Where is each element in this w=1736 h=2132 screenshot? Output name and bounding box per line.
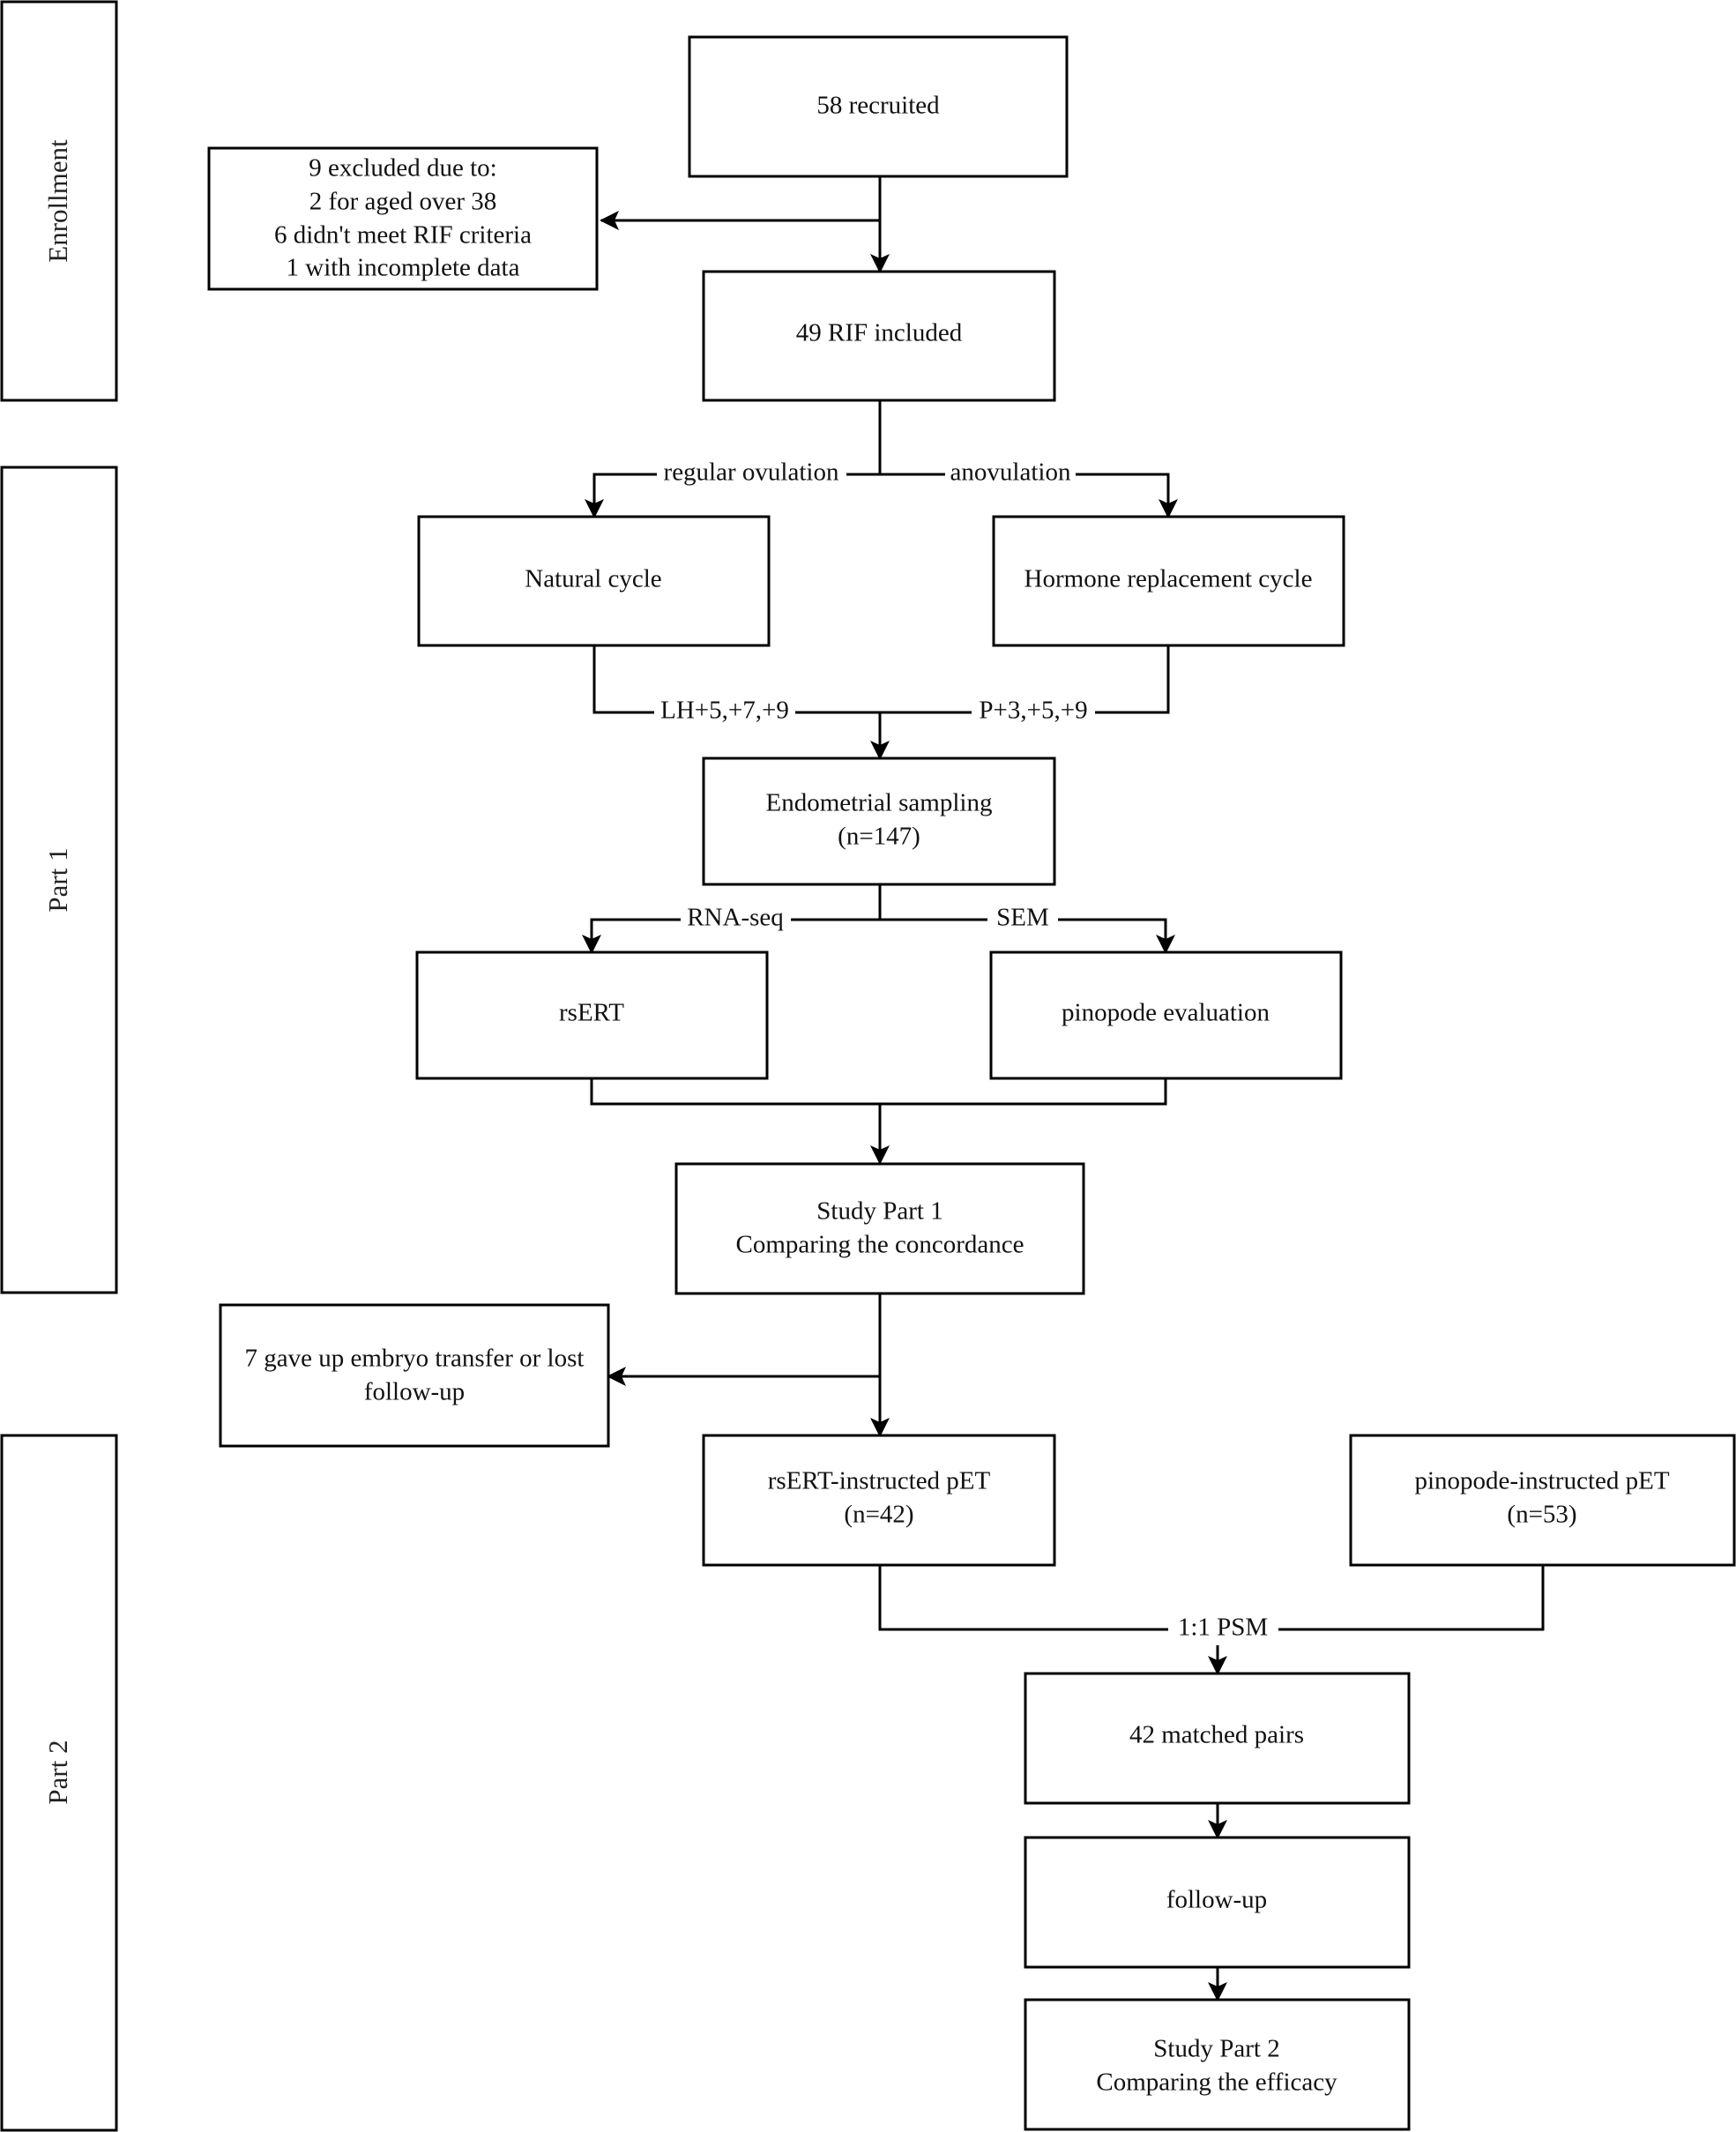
box-rsert-pet-line1: rsERT-instructed pET (768, 1467, 991, 1495)
box-rsert-pet: rsERT-instructed pET (n=42) (702, 1434, 1056, 1567)
box-natural-cycle: Natural cycle (417, 515, 771, 647)
box-gave-up-line2: follow-up (364, 1378, 465, 1406)
box-excluded-line1: 9 excluded due to: (309, 154, 496, 183)
box-follow-up-text: follow-up (1166, 1886, 1267, 1914)
label-sem: SEM (996, 904, 1049, 932)
box-pinopode-evaluation-text: pinopode evaluation (1062, 999, 1270, 1027)
box-excluded-line2: 2 for aged over 38 (309, 188, 497, 216)
section-enrollment-label: Enrollment (42, 139, 73, 263)
box-matched-pairs-text: 42 matched pairs (1129, 1721, 1304, 1749)
box-excluded-line3: 6 didn't meet RIF criteria (274, 221, 532, 250)
label-rna-seq: RNA-seq (687, 904, 784, 932)
connectors (582, 176, 1545, 2002)
box-study-part2: Study Part 2 Comparing the efficacy (1024, 1998, 1411, 2131)
section-enrollment: Enrollment (0, 0, 118, 402)
box-sampling-line2: (n=147) (838, 823, 920, 851)
label-regular-ovulation: regular ovulation (664, 458, 839, 487)
box-pinopode-evaluation: pinopode evaluation (989, 950, 1343, 1080)
box-included: 49 RIF included (702, 270, 1056, 402)
label-psm: 1:1 PSM (1178, 1614, 1268, 1642)
box-sampling: Endometrial sampling (n=147) (702, 757, 1056, 886)
box-pinopode-pet: pinopode-instructed pET (n=53) (1349, 1434, 1736, 1567)
box-study-part2-line1: Study Part 2 (1153, 2035, 1279, 2063)
box-natural-cycle-text: Natural cycle (525, 565, 661, 593)
box-included-text: 49 RIF included (796, 319, 963, 347)
box-rsert-text: rsERT (559, 999, 624, 1027)
label-anovulation: anovulation (950, 458, 1071, 487)
box-matched-pairs: 42 matched pairs (1024, 1672, 1411, 1805)
box-pinopode-pet-line2: (n=53) (1507, 1501, 1576, 1529)
box-rsert-pet-line2: (n=42) (844, 1501, 913, 1529)
box-hormone-cycle-text: Hormone replacement cycle (1024, 565, 1313, 593)
box-study-part2-line2: Comparing the efficacy (1096, 2069, 1337, 2097)
box-excluded-line4: 1 with incomplete data (287, 254, 520, 282)
box-sampling-line1: Endometrial sampling (766, 789, 993, 817)
box-study-part1-line1: Study Part 1 (816, 1197, 943, 1226)
section-part2-label: Part 2 (42, 1740, 73, 1804)
section-part2: Part 2 (0, 1434, 118, 2132)
edge-labels: regular ovulation anovulation LH+5,+7,+9… (654, 458, 1278, 1645)
box-recruited: 58 recruited (688, 35, 1069, 178)
box-study-part1-line2: Comparing the concordance (736, 1231, 1024, 1259)
box-hormone-cycle: Hormone replacement cycle (992, 515, 1345, 647)
box-pinopode-pet-line1: pinopode-instructed pET (1414, 1467, 1669, 1495)
box-gave-up-line1: 7 gave up embryo transfer or lost (245, 1345, 585, 1373)
box-gave-up: 7 gave up embryo transfer or lost follow… (219, 1303, 610, 1448)
box-rsert: rsERT (415, 950, 769, 1080)
label-lh-days: LH+5,+7,+9 (660, 697, 789, 725)
box-follow-up: follow-up (1024, 1836, 1411, 1969)
box-study-part1: Study Part 1 Comparing the concordance (674, 1162, 1085, 1295)
label-p-days: P+3,+5,+9 (979, 697, 1087, 725)
section-part1-label: Part 1 (42, 847, 73, 912)
box-recruited-text: 58 recruited (816, 92, 940, 120)
section-part1: Part 1 (0, 466, 118, 1294)
box-excluded: 9 excluded due to: 2 for aged over 38 6 … (207, 146, 599, 291)
